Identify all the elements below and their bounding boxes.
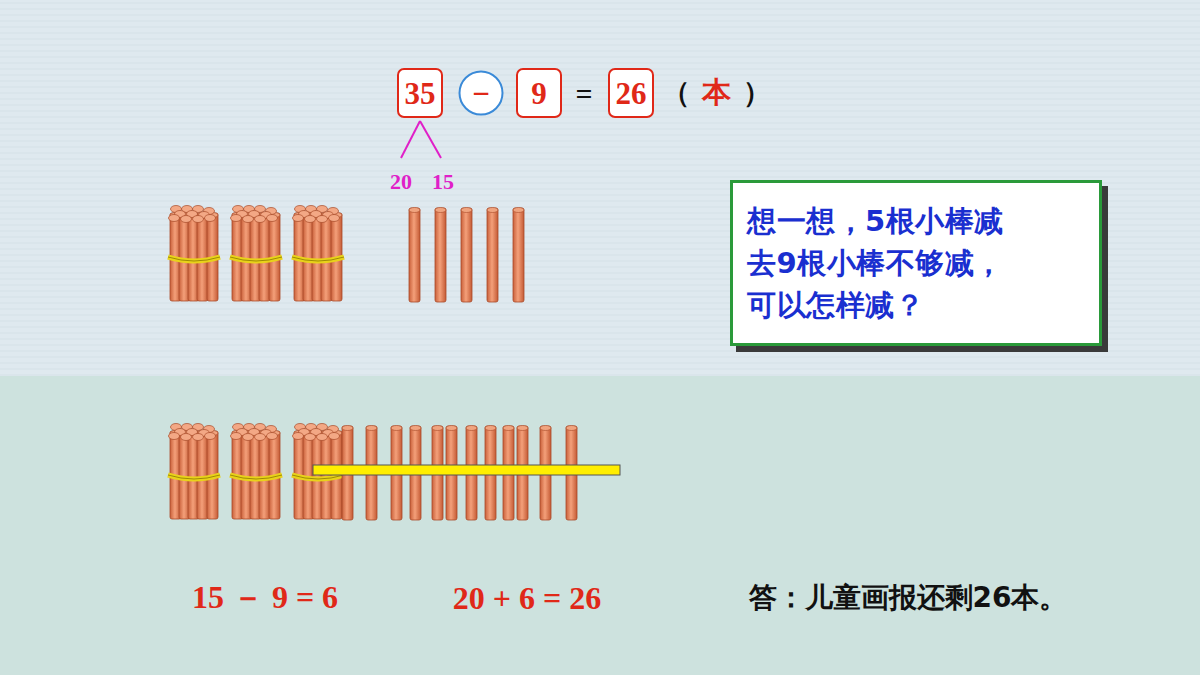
stick-bundle: [168, 424, 220, 520]
answer-text: 答：儿童画报还剩26本。: [749, 579, 1068, 617]
unit-text: 本: [702, 73, 731, 113]
equals-sign: =: [575, 77, 592, 111]
result-box: 26: [608, 68, 654, 118]
stick-bundle: [230, 424, 282, 520]
number-box: 35: [397, 68, 443, 118]
number-box: 9: [516, 68, 562, 118]
split-part: 20: [390, 169, 412, 195]
number-text: 26: [616, 78, 647, 109]
split-lines: [401, 121, 441, 158]
number-text: 35: [405, 78, 436, 109]
lower-band: [0, 376, 1200, 675]
stick-bundle: [230, 206, 282, 302]
operator-circle: −: [458, 70, 504, 116]
loose-sticks: [409, 208, 524, 303]
upper-band: [0, 0, 1200, 376]
cross-out-bar: [313, 465, 620, 475]
number-text: −: [472, 78, 490, 109]
bracket: （: [662, 74, 690, 112]
split-part: 15: [432, 169, 454, 195]
hint-callout: 想一想，5根小棒减去9根小棒不够减，可以怎样减？: [730, 180, 1102, 346]
bracket: ）: [743, 74, 771, 112]
equation: 15 － 9 = 6: [192, 576, 338, 620]
stick-illustration: [168, 206, 620, 521]
number-text: 9: [531, 78, 547, 109]
equation: 20 + 6 = 26: [453, 580, 601, 617]
hint-text: 想一想，5根小棒减去9根小棒不够减，可以怎样减？: [747, 200, 1025, 326]
stick-bundle: [168, 206, 220, 302]
stick-bundle: [292, 206, 344, 302]
